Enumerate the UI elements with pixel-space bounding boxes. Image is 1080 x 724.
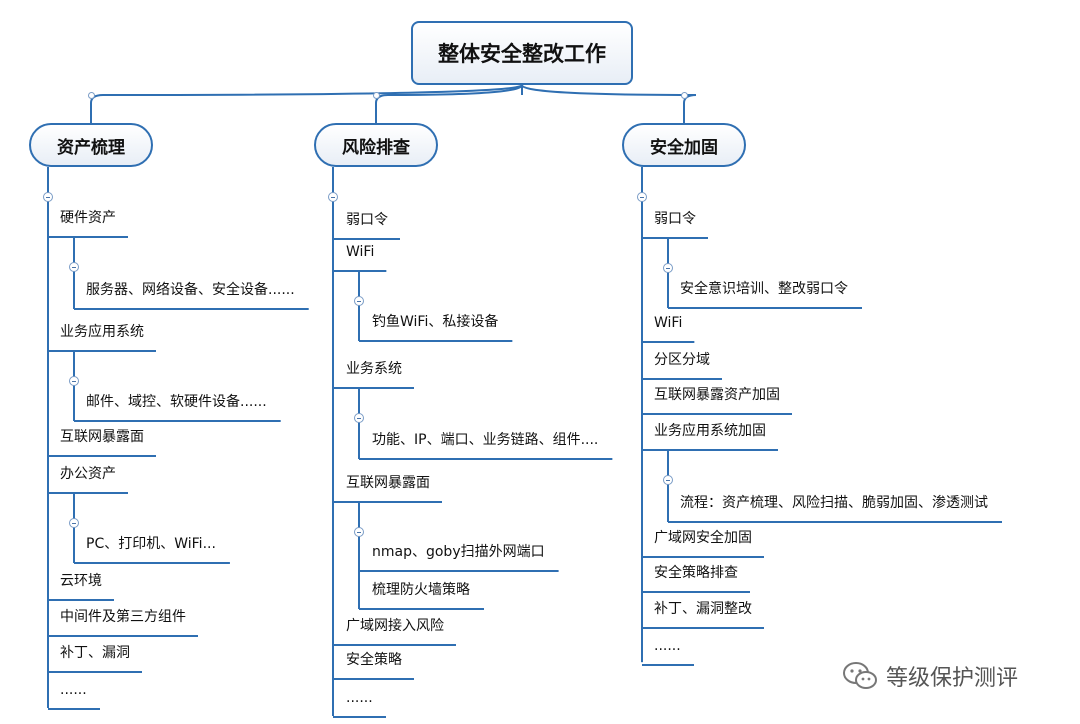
branch-label[interactable]: 广域网安全加固 <box>654 530 752 546</box>
collapse-toggle-icon[interactable] <box>663 263 673 273</box>
category-title: 资产梳理 <box>57 137 125 158</box>
branch-label[interactable]: 云环境 <box>60 573 102 589</box>
branch-label[interactable]: 业务应用系统 <box>60 324 144 340</box>
branch-label[interactable]: 中间件及第三方组件 <box>60 609 186 625</box>
branch-label[interactable]: WiFi <box>654 315 683 331</box>
root-title: 整体安全整改工作 <box>438 42 606 66</box>
branch-label[interactable]: 硬件资产 <box>60 210 116 226</box>
sub-branch-label[interactable]: 钓鱼WiFi、私接设备 <box>372 314 499 330</box>
sub-branch-label[interactable]: 服务器、网络设备、安全设备...... <box>86 282 295 298</box>
collapse-toggle-icon[interactable] <box>354 296 364 306</box>
collapse-toggle-icon[interactable] <box>328 192 338 202</box>
collapse-toggle-icon[interactable] <box>637 192 647 202</box>
branch-label[interactable]: ...... <box>346 690 373 706</box>
sub-branch-label[interactable]: 梳理防火墙策略 <box>372 582 470 598</box>
collapse-toggle-icon[interactable] <box>354 413 364 423</box>
branch-label[interactable]: WiFi <box>346 244 375 260</box>
category-hardening[interactable]: 安全加固 <box>622 123 746 167</box>
connector-dot-icon <box>87 91 95 99</box>
category-title: 安全加固 <box>650 137 718 158</box>
sub-branch-label[interactable]: nmap、goby扫描外网端口 <box>372 544 545 560</box>
connector-dot-icon <box>372 91 380 99</box>
collapse-toggle-icon[interactable] <box>69 376 79 386</box>
branch-label[interactable]: ...... <box>60 682 87 698</box>
branch-label[interactable]: 办公资产 <box>60 466 116 482</box>
branch-label[interactable]: 弱口令 <box>654 211 696 227</box>
sub-branch-label[interactable]: 安全意识培训、整改弱口令 <box>680 281 848 297</box>
category-asset-inventory[interactable]: 资产梳理 <box>29 123 153 167</box>
sub-branch-label[interactable]: 流程：资产梳理、风险扫描、脆弱加固、渗透测试 <box>680 495 988 511</box>
connector-dot-icon <box>680 91 688 99</box>
branch-label[interactable]: 安全策略排查 <box>654 565 738 581</box>
root-connector <box>375 84 523 123</box>
branch-label[interactable]: 业务系统 <box>346 361 402 377</box>
collapse-toggle-icon[interactable] <box>69 262 79 272</box>
wechat-icon <box>843 662 877 689</box>
root-node[interactable]: 整体安全整改工作 <box>411 21 633 85</box>
collapse-toggle-icon[interactable] <box>354 527 364 537</box>
sub-branch-label[interactable]: PC、打印机、WiFi... <box>86 536 216 552</box>
category-risk-check[interactable]: 风险排查 <box>314 123 438 167</box>
watermark: 等级保护测评 <box>842 660 1018 692</box>
branch-label[interactable]: 弱口令 <box>346 212 388 228</box>
branch-label[interactable]: ...... <box>654 638 681 654</box>
branch-label[interactable]: 互联网暴露面 <box>346 475 430 491</box>
root-connector <box>90 84 523 123</box>
watermark-text: 等级保护测评 <box>886 666 1019 691</box>
branch-label[interactable]: 补丁、漏洞整改 <box>654 601 752 617</box>
category-title: 风险排查 <box>342 137 410 158</box>
collapse-toggle-icon[interactable] <box>69 518 79 528</box>
branch-label[interactable]: 补丁、漏洞 <box>60 645 130 661</box>
branch-label[interactable]: 互联网暴露面 <box>60 429 144 445</box>
branch-label[interactable]: 互联网暴露资产加固 <box>654 387 780 403</box>
branch-label[interactable]: 广域网接入风险 <box>346 618 444 634</box>
sub-branch-label[interactable]: 功能、IP、端口、业务链路、组件.... <box>372 432 599 448</box>
root-connector <box>521 84 697 123</box>
branch-label[interactable]: 分区分域 <box>654 352 710 368</box>
collapse-toggle-icon[interactable] <box>663 475 673 485</box>
collapse-toggle-icon[interactable] <box>43 192 53 202</box>
branch-label[interactable]: 业务应用系统加固 <box>654 423 766 439</box>
branch-label[interactable]: 安全策略 <box>346 652 402 668</box>
sub-branch-label[interactable]: 邮件、域控、软硬件设备...... <box>86 394 267 410</box>
